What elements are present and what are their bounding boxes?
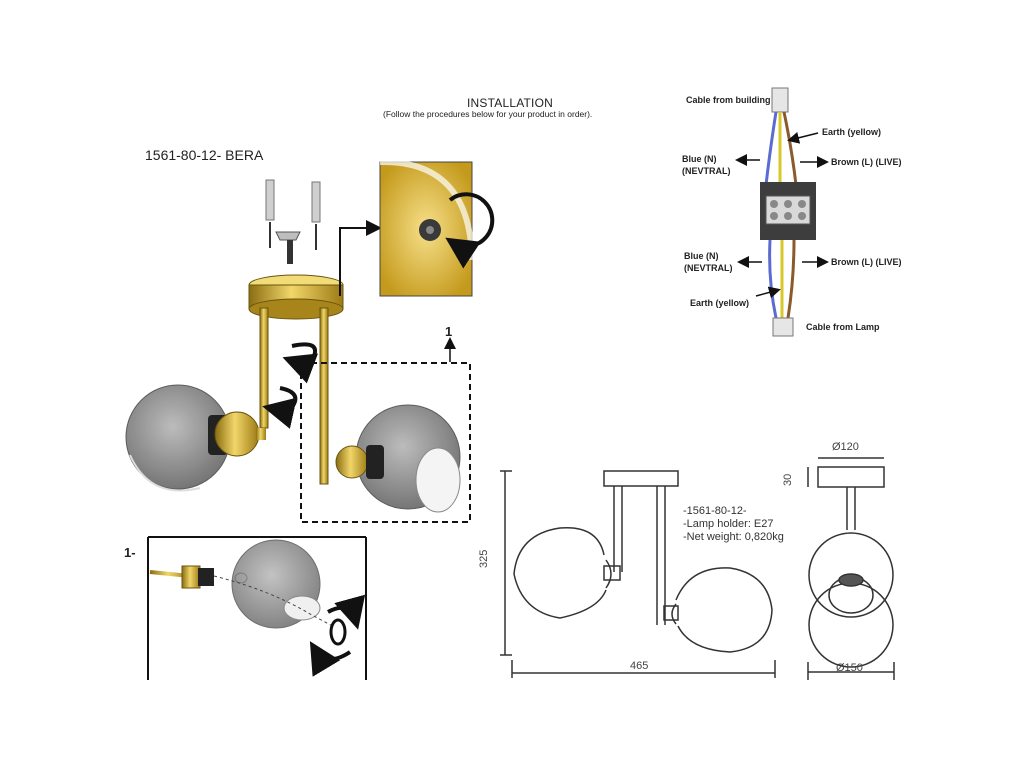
zoom-detail	[379, 158, 495, 297]
spec-lamp-holder: -Lamp holder: E27	[683, 518, 774, 530]
detail-panel	[147, 536, 367, 680]
installation-title: INSTALLATION	[467, 96, 553, 110]
dimension-canopy-diameter: Ø120	[832, 441, 859, 453]
wall-anchors	[265, 179, 321, 264]
blue-bottom-label: Blue (N) (NEVTRAL)	[684, 251, 733, 273]
dimension-height: 325	[478, 549, 490, 568]
right-lamp	[335, 404, 461, 513]
rotate-arrow-icon	[262, 386, 298, 429]
brown-bottom-label: Brown (L) (LIVE)	[831, 257, 902, 267]
cable-from-lamp-label: Cable from Lamp	[806, 322, 880, 332]
dimension-canopy-height: 30	[782, 473, 794, 486]
rotate-arrow-icon	[282, 342, 319, 384]
dimension-width: 465	[630, 660, 649, 672]
earth-bottom-label: Earth (yellow)	[690, 298, 750, 308]
blue-top-label: Blue (N) (NEVTRAL)	[682, 154, 731, 176]
earth-top-label: Earth (yellow)	[822, 127, 882, 137]
left-lamp	[125, 384, 266, 492]
wiring-diagram	[735, 87, 829, 337]
canopy	[248, 274, 344, 485]
spec-model: -1561-80-12-	[683, 505, 747, 517]
brown-top-label: Brown (L) (LIVE)	[831, 157, 902, 167]
spec-net-weight: -Net weight: 0,820kg	[683, 531, 784, 543]
cable-from-building-label: Cable from building	[686, 95, 771, 105]
detail-box	[300, 362, 471, 523]
side-view-drawing	[807, 457, 895, 680]
model-label: 1561-80-12- BERA	[145, 147, 264, 163]
installation-subtitle: (Follow the procedures below for your pr…	[383, 109, 593, 119]
detail-panel-label: 1-	[124, 545, 136, 560]
front-view-drawing	[500, 470, 776, 678]
detail-callout-number: 1	[445, 324, 453, 339]
dimension-shade-diameter: Ø150	[836, 662, 863, 674]
